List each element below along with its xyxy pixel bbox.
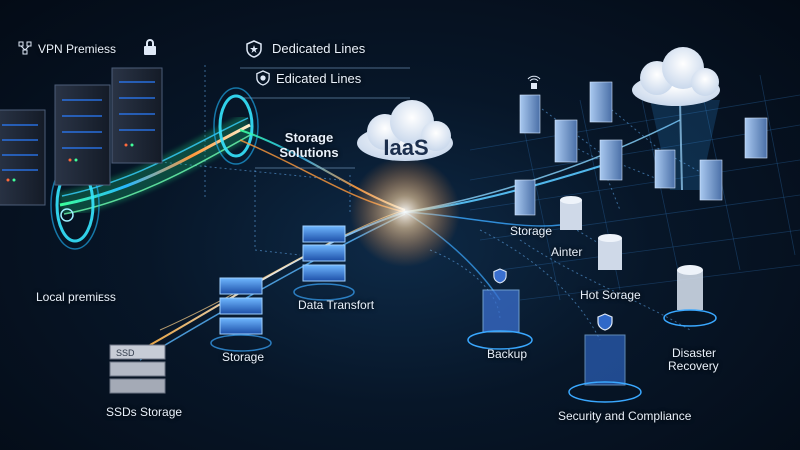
label-storage-right: Storage xyxy=(510,224,553,238)
top-cloud xyxy=(632,47,720,106)
svg-text:SSD: SSD xyxy=(116,348,135,358)
shield-icon xyxy=(256,70,270,91)
network-icon xyxy=(18,41,32,60)
label-backup: Backup xyxy=(487,347,528,361)
label-edicated-lines: Edicated Lines xyxy=(276,71,362,86)
label-data-transfer: Data Transfort xyxy=(298,298,375,312)
label-dedicated-lines: Dedicated Lines xyxy=(272,41,366,56)
label-ssds-storage: SSDs Storage xyxy=(106,405,183,419)
data-transfer-stack xyxy=(293,225,355,301)
label-local-premises: Local premiᴇss xyxy=(36,290,116,304)
transfer-burst xyxy=(350,157,460,267)
label-storage-center: Storage xyxy=(222,350,265,364)
label-recovery: Recovery xyxy=(668,359,719,373)
lock-icon xyxy=(142,38,158,61)
backup-module xyxy=(467,289,533,350)
label-hot-storage: Hot Sorage xyxy=(580,288,641,302)
local-server-racks xyxy=(0,67,163,206)
network-links xyxy=(139,65,716,341)
storage-stack xyxy=(210,277,272,352)
label-ainter: Ainter xyxy=(551,245,583,259)
security-shield-icon xyxy=(597,313,613,336)
shield-star-icon xyxy=(246,40,262,63)
label-iaas: IaaS xyxy=(383,135,429,160)
label-disaster: Disaster xyxy=(672,346,717,360)
iaas-cloud xyxy=(357,100,453,161)
security-module xyxy=(568,334,642,403)
label-security-compliance: Security and Compliance xyxy=(558,409,692,423)
wifi-lock-icon xyxy=(527,74,541,95)
label-storage-solutions: Storage Solutions xyxy=(279,130,339,160)
backup-shield-icon xyxy=(493,268,507,289)
label-leaders xyxy=(240,67,410,169)
storage-cylinders xyxy=(560,196,717,327)
cloud-servers xyxy=(514,81,768,216)
ssd-stack: SSD xyxy=(109,344,166,394)
label-vpn-premises: VPN Premiess xyxy=(38,42,117,56)
